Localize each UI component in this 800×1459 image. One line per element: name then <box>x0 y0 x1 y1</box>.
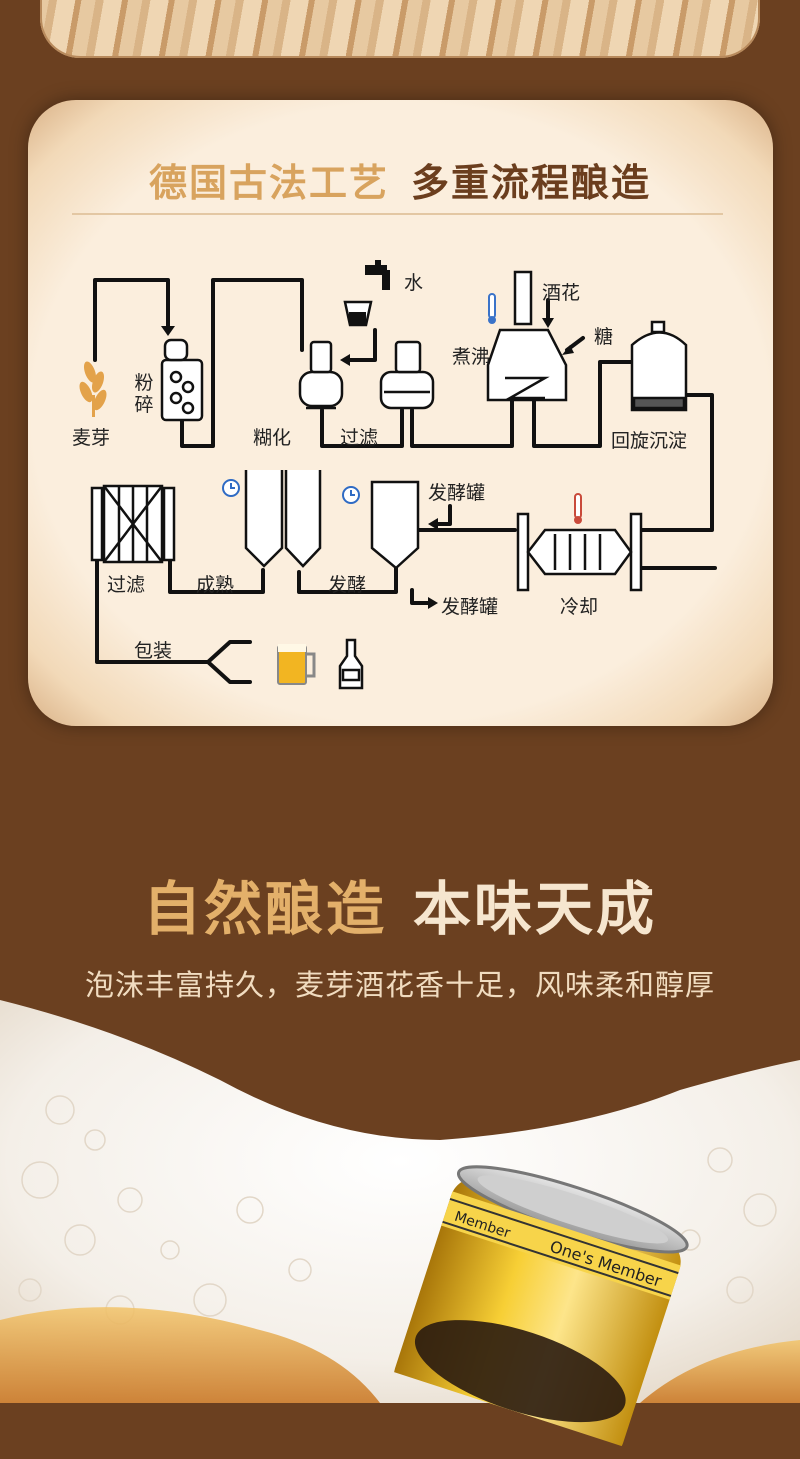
lauter-tun-icon <box>379 340 435 410</box>
label-mill: 粉碎 <box>134 372 154 416</box>
pipe-whirlpool-to-cooler <box>638 393 714 532</box>
pipe-mill-to-mash <box>180 278 304 448</box>
water-arrow <box>346 328 377 362</box>
label-mash: 糊化 <box>253 427 292 449</box>
pipe-filter-to-boil <box>410 398 514 448</box>
label-filter-1: 过滤 <box>340 427 379 449</box>
label-boil: 煮沸 <box>452 346 491 368</box>
fermentation-tank-icon <box>370 480 420 570</box>
label-hops: 酒花 <box>542 282 581 304</box>
filter-press-icon <box>90 484 176 564</box>
label-ferment-tank-bottom: 发酵罐 <box>441 596 499 618</box>
panel-title-dark: 多重流程酿造 <box>411 161 652 205</box>
brewing-flow-diagram <box>79 260 717 690</box>
divider <box>72 213 723 215</box>
panel-title: 德国古法工艺多重流程酿造 <box>0 152 800 207</box>
label-sugar: 糖 <box>594 326 614 348</box>
ferment-tank-arrow-2 <box>410 588 432 605</box>
panel-title-light: 德国古法工艺 <box>148 161 389 205</box>
headline-part-1: 自然酿造 <box>142 875 387 943</box>
label-mature: 成熟 <box>196 574 235 596</box>
pipe-malt-to-mill <box>93 278 170 362</box>
whirlpool-tank-icon <box>630 320 688 412</box>
label-whirlpool: 回旋沉淀 <box>611 430 688 452</box>
pipe-filter-to-package <box>95 558 210 664</box>
label-ferment-tank-top: 发酵罐 <box>428 482 486 504</box>
label-cool: 冷却 <box>560 596 599 618</box>
pipe-mature-to-filter <box>168 538 265 594</box>
pipe-ferment-mature <box>297 570 398 594</box>
beer-bottle-icon <box>338 638 364 690</box>
wood-board-image <box>40 0 760 58</box>
label-water: 水 <box>404 272 424 294</box>
label-filter-2: 过滤 <box>107 574 146 596</box>
thermometer-icon-blue <box>488 293 496 324</box>
subline: 泡沫丰富持久，麦芽酒花香十足，风味柔和醇厚 <box>84 968 715 1002</box>
pipe-boil-to-whirlpool <box>532 360 637 448</box>
mill-icon <box>160 338 204 422</box>
clock-icon <box>222 479 360 504</box>
label-ferment: 发酵 <box>328 574 367 596</box>
headline-part-2: 本味天成 <box>413 875 658 943</box>
cooler-icon <box>516 512 643 592</box>
label-malt: 麦芽 <box>72 427 111 449</box>
pipe-mash-to-filter <box>320 408 404 448</box>
maturation-tanks-icon <box>244 470 322 568</box>
thermometer-icon-red <box>574 493 582 524</box>
arrow-head <box>161 326 175 336</box>
label-package: 包装 <box>134 640 173 662</box>
package-fork <box>206 640 252 684</box>
faucet-icon <box>343 260 390 327</box>
headline: 自然酿造本味天成 <box>0 862 800 946</box>
boil-kettle-icon <box>486 270 568 402</box>
beer-mug-icon <box>277 644 316 685</box>
wheat-icon <box>79 361 107 417</box>
ferment-tank-arrow <box>435 504 452 526</box>
beer-can-image: Member One's Member <box>365 1135 724 1459</box>
mash-tank-icon <box>298 340 344 410</box>
